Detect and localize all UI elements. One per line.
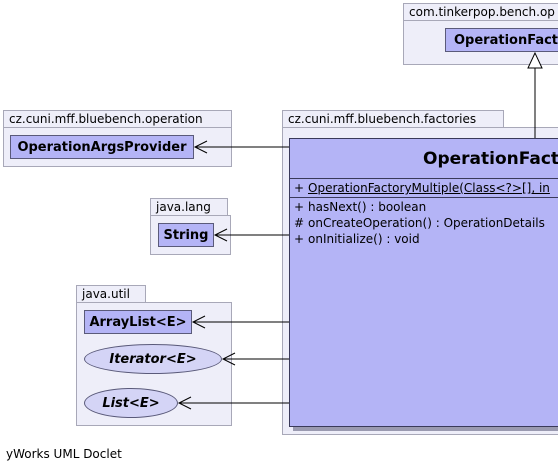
visibility-marker: +	[294, 232, 305, 246]
package-java-util-tab: java.util	[76, 285, 146, 303]
method-row: +hasNext() : boolean	[294, 199, 558, 215]
list-interface[interactable]: List<E>	[84, 388, 178, 418]
operation-factory-multiple-class[interactable]: OperationFacto +OperationFactoryMultiple…	[289, 138, 558, 427]
operation-factory-superclass[interactable]: OperationFact	[445, 28, 558, 52]
method-signature: onCreateOperation() : OperationDetails	[308, 216, 545, 230]
main-class-title: OperationFacto	[290, 139, 558, 179]
method-signature: hasNext() : boolean	[308, 200, 427, 214]
main-class-methods: +hasNext() : boolean #onCreateOperation(…	[290, 198, 558, 247]
main-class-constructors: +OperationFactoryMultiple(Class<?>[], in	[290, 179, 558, 196]
constructor-row: +OperationFactoryMultiple(Class<?>[], in	[294, 180, 558, 196]
package-java-lang-tab: java.lang	[150, 198, 228, 216]
operation-args-provider-class[interactable]: OperationArgsProvider	[10, 135, 194, 159]
package-operation-tab: cz.cuni.mff.bluebench.operation	[3, 110, 232, 128]
visibility-marker: +	[294, 200, 305, 214]
method-signature: onInitialize() : void	[308, 232, 420, 246]
method-row: +onInitialize() : void	[294, 231, 558, 247]
method-row: #onCreateOperation() : OperationDetails	[294, 215, 558, 231]
visibility-marker: +	[294, 181, 305, 195]
arraylist-class[interactable]: ArrayList<E>	[84, 310, 192, 334]
package-factories-tab: cz.cuni.mff.bluebench.factories	[282, 110, 504, 128]
constructor-signature: OperationFactoryMultiple(Class<?>[], in	[308, 181, 550, 195]
member-separator	[290, 197, 558, 198]
visibility-marker: #	[294, 216, 305, 230]
iterator-interface[interactable]: Iterator<E>	[84, 344, 222, 374]
string-class[interactable]: String	[158, 223, 214, 247]
footer-credit: yWorks UML Doclet	[6, 447, 122, 461]
package-tinkerpop-tab: com.tinkerpop.bench.op	[403, 3, 558, 21]
